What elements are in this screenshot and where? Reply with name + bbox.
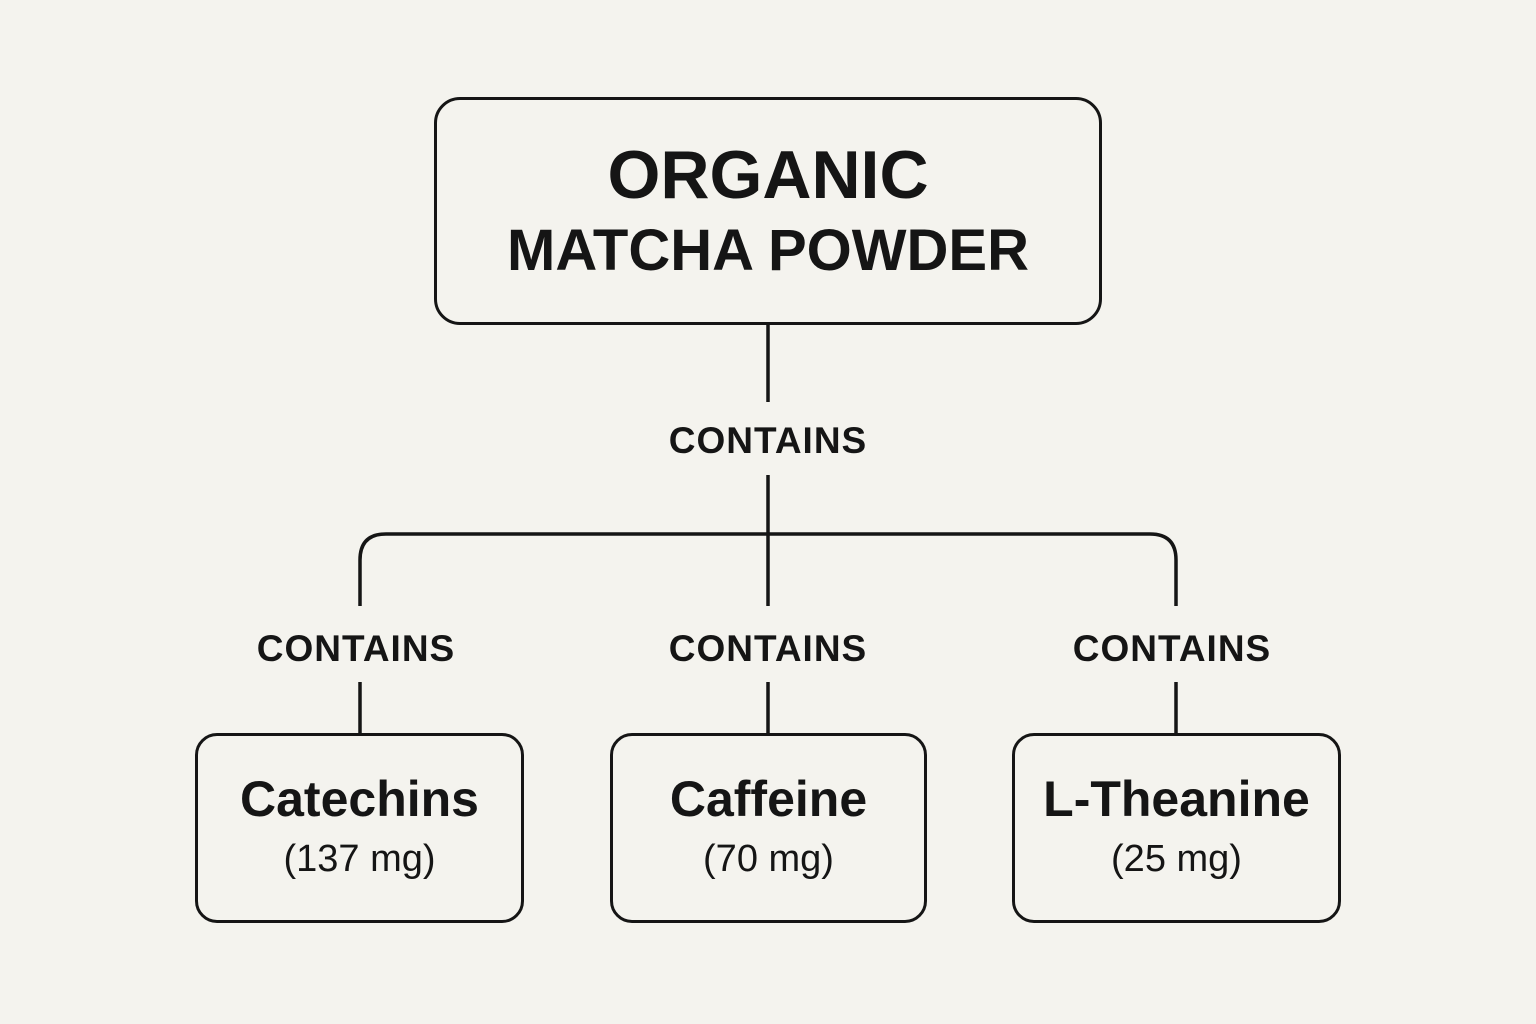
node-amount: (70 mg) [703, 838, 834, 880]
edge-label-catechins: CONTAINS [256, 628, 456, 669]
theanine-node: L-Theanine (25 mg) [1012, 733, 1341, 923]
caffeine-node: Caffeine (70 mg) [610, 733, 927, 923]
main-edge-label: CONTAINS [668, 420, 868, 461]
root-title-line1: ORGANIC [607, 137, 929, 213]
root-title-line2: MATCHA POWDER [507, 218, 1029, 283]
catechins-node: Catechins (137 mg) [195, 733, 524, 923]
node-amount: (137 mg) [283, 838, 436, 880]
node-name: Caffeine [669, 771, 868, 827]
branch-connector [358, 532, 1178, 606]
edge-label-caffeine: CONTAINS [668, 628, 868, 669]
node-name: L-Theanine [1043, 771, 1310, 827]
node-name: Catechins [240, 771, 479, 827]
root-node: ORGANIC MATCHA POWDER [434, 97, 1102, 325]
edge-label-theanine: CONTAINS [1072, 628, 1272, 669]
node-amount: (25 mg) [1111, 838, 1242, 880]
